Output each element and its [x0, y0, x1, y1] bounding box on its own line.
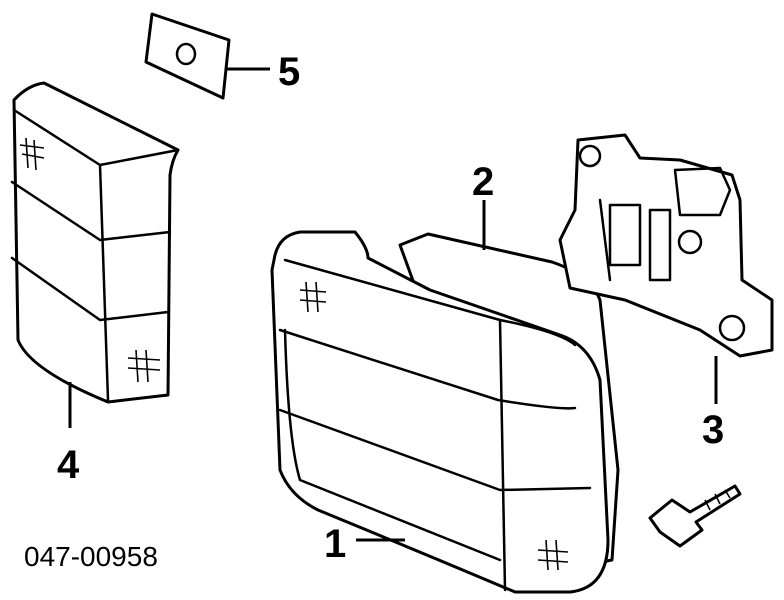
callout-3: 3: [702, 408, 724, 452]
callout-4: 4: [57, 443, 80, 487]
callout-5: 5: [278, 50, 300, 94]
part-3-bulb-holder: [558, 133, 774, 404]
part-5-gasket: [144, 12, 270, 100]
callout-2: 2: [472, 160, 494, 204]
part-code: 047-00958: [24, 541, 158, 572]
bolt: [648, 484, 742, 548]
part-4-side-lens: [10, 81, 180, 428]
part-1-tail-lamp: [270, 230, 610, 594]
callout-1: 1: [324, 522, 346, 566]
